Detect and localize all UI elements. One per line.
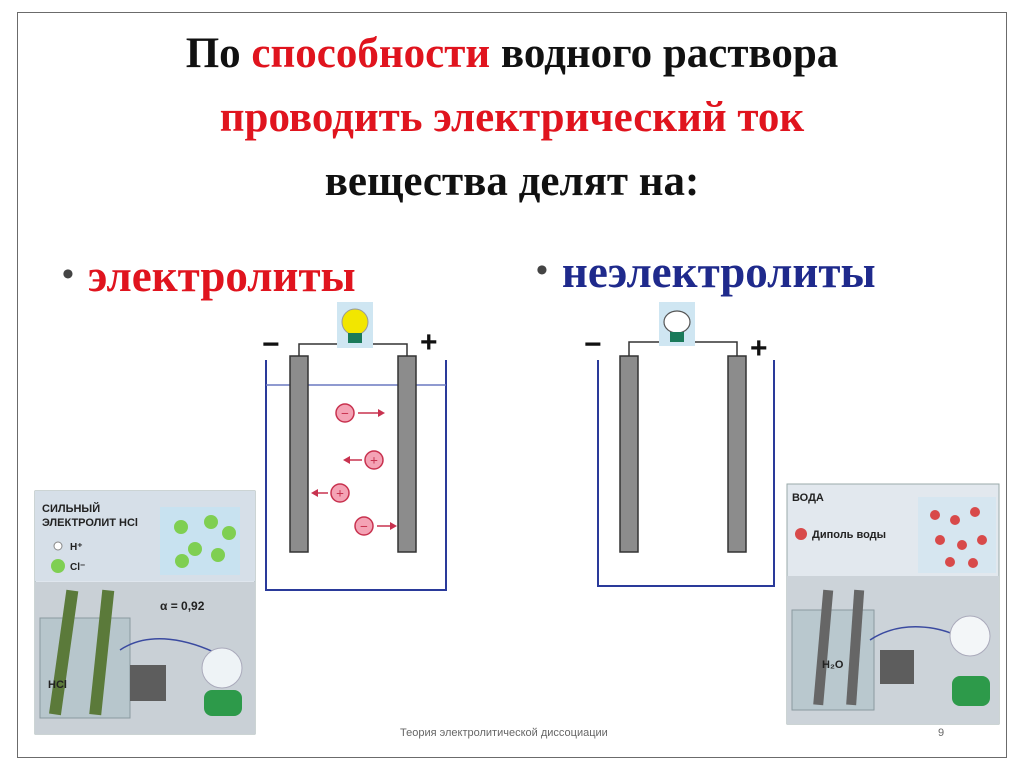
- anode-electrode: [727, 355, 747, 553]
- vessel-right: [597, 360, 775, 587]
- plus-sign: +: [420, 326, 438, 359]
- cation-2: +: [311, 483, 350, 503]
- svg-text:H⁺: H⁺: [70, 542, 83, 553]
- svg-text:+: +: [336, 487, 344, 502]
- hcl-experiment-image: СИЛЬНЫЙ ЭЛЕКТРОЛИТ HCl H⁺ Cl⁻ α = 0,92 H…: [34, 490, 256, 735]
- lit-bulb-icon: [341, 308, 369, 336]
- cathode-electrode: [619, 355, 639, 553]
- cathode-electrode: [289, 355, 309, 553]
- svg-text:ЭЛЕКТРОЛИТ HCl: ЭЛЕКТРОЛИТ HCl: [42, 517, 138, 529]
- svg-text:Диполь воды: Диполь воды: [812, 529, 886, 541]
- svg-text:ВОДА: ВОДА: [792, 492, 824, 504]
- svg-text:−: −: [341, 407, 349, 422]
- bulb-socket-icon: [670, 332, 684, 342]
- svg-text:+: +: [370, 454, 378, 469]
- anode-electrode: [397, 355, 417, 553]
- electrolytes-heading: •электролиты: [62, 251, 356, 301]
- vessel-left: [265, 360, 447, 591]
- slide-title: По способности водного раствора проводит…: [185, 30, 839, 205]
- electrolyte-cell: − + − + + −: [262, 302, 447, 591]
- svg-text:α = 0,92: α = 0,92: [160, 599, 205, 613]
- nonelectrolytes-heading: •неэлектролиты: [536, 247, 876, 297]
- svg-text:Cl⁻: Cl⁻: [70, 562, 85, 573]
- water-experiment-image: ВОДА Диполь воды H₂O: [786, 483, 1000, 725]
- page-number: 9: [938, 727, 945, 739]
- svg-text:HCl: HCl: [48, 679, 67, 691]
- svg-text:−: −: [360, 520, 368, 535]
- anion-2: −: [354, 516, 397, 536]
- nonelectrolyte-cell: − +: [584, 302, 775, 587]
- cation-1: +: [343, 450, 384, 470]
- anion-1: −: [335, 403, 385, 423]
- plus-sign: +: [750, 332, 768, 365]
- bulb-socket-icon: [348, 333, 362, 343]
- minus-sign: −: [262, 328, 280, 361]
- unlit-bulb-icon: [663, 310, 691, 334]
- svg-text:H₂O: H₂O: [822, 659, 844, 671]
- minus-sign: −: [584, 328, 602, 361]
- svg-text:СИЛЬНЫЙ: СИЛЬНЫЙ: [42, 502, 100, 515]
- footer-text: Теория электролитической диссоциации: [400, 727, 608, 739]
